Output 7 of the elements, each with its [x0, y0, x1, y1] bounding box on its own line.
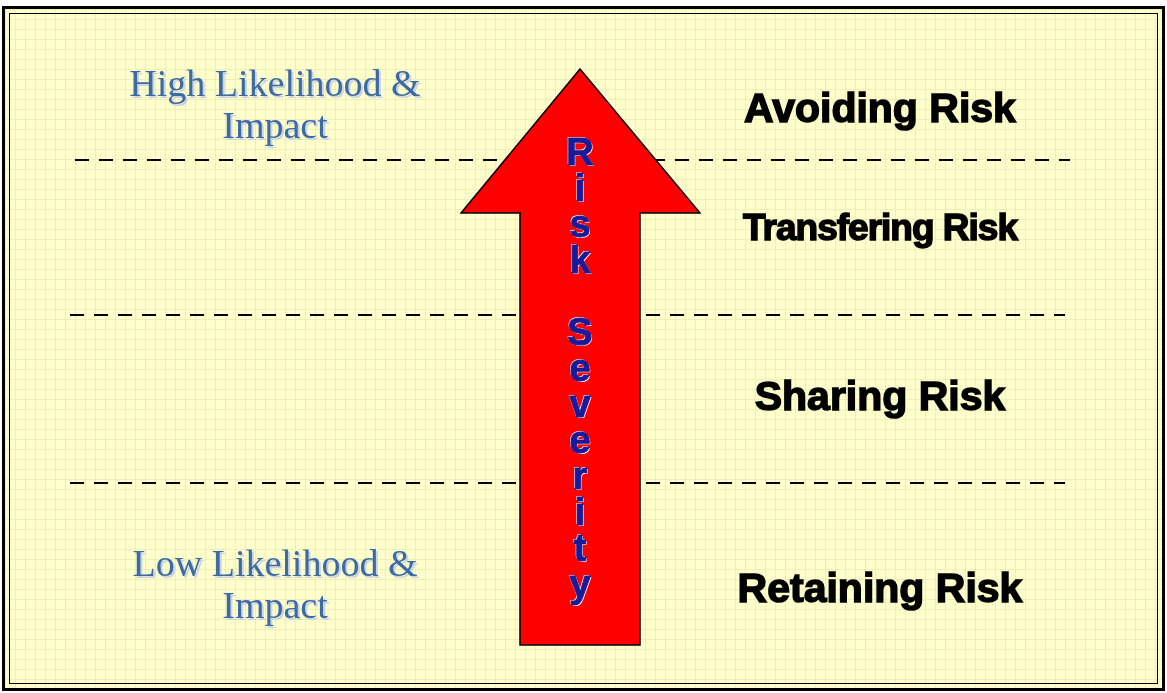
band-label: High Likelihood & Impact: [128, 62, 422, 146]
strategy-label: Avoiding Risk: [743, 84, 1017, 132]
strategy-label: Retaining Risk: [736, 564, 1024, 612]
band-label: Low Likelihood & Impact: [131, 542, 419, 626]
strategy-label: Sharing Risk: [753, 372, 1007, 420]
strategy-label: Transfering Risk: [742, 206, 1019, 250]
up-arrow: [460, 68, 701, 646]
